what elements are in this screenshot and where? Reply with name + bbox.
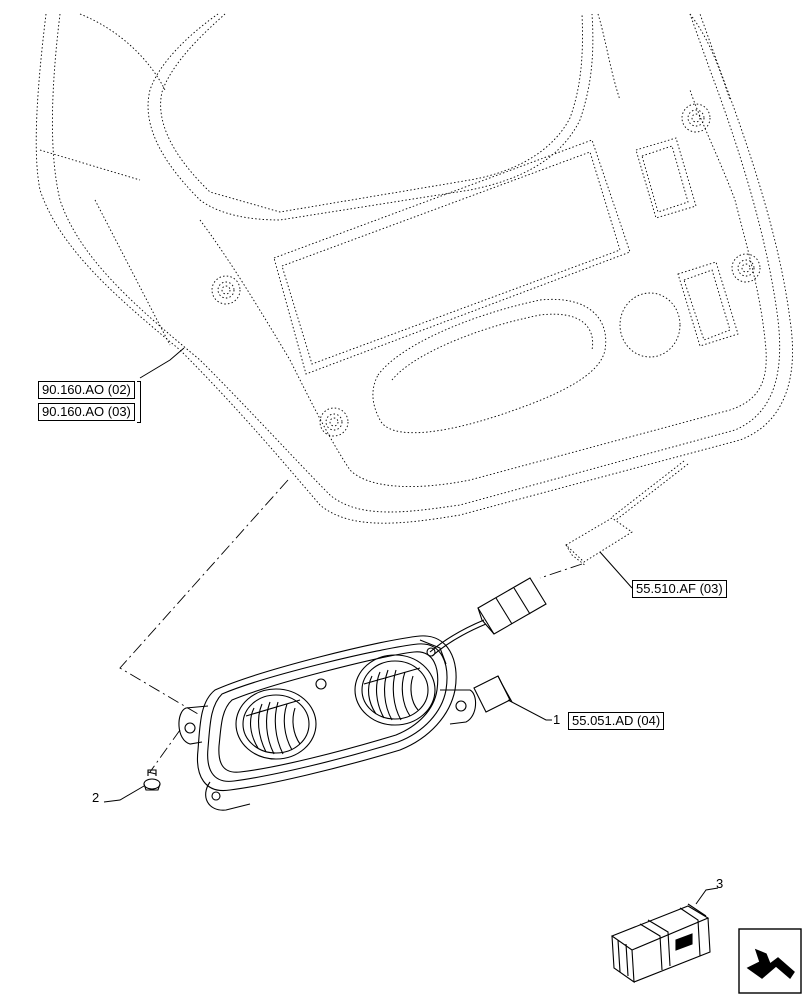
callout-item-3: 3	[716, 876, 724, 891]
right-air-vent	[354, 654, 436, 726]
panel-connector	[565, 460, 689, 567]
ref-control-panel[interactable]: 55.051.AD (04)	[568, 712, 665, 730]
kit-crate-icon	[610, 903, 711, 984]
ref-bracket	[137, 381, 141, 423]
control-panel-assembly	[178, 577, 547, 811]
navigation-arrow-icon[interactable]	[738, 928, 802, 994]
callout-item-1: 1	[553, 712, 561, 727]
callout-item-2: 2	[92, 790, 100, 805]
ref-cab-console-02[interactable]: 90.160.AO (02)	[38, 381, 135, 399]
screw	[143, 769, 161, 791]
headliner-panel	[35, 13, 793, 524]
leader-lines	[103, 347, 719, 905]
left-air-vent	[235, 688, 317, 760]
ref-cab-console-03[interactable]: 90.160.AO (03)	[38, 403, 135, 421]
ref-connector[interactable]: 55.510.AF (03)	[632, 580, 727, 598]
assembly-lines	[119, 479, 583, 773]
